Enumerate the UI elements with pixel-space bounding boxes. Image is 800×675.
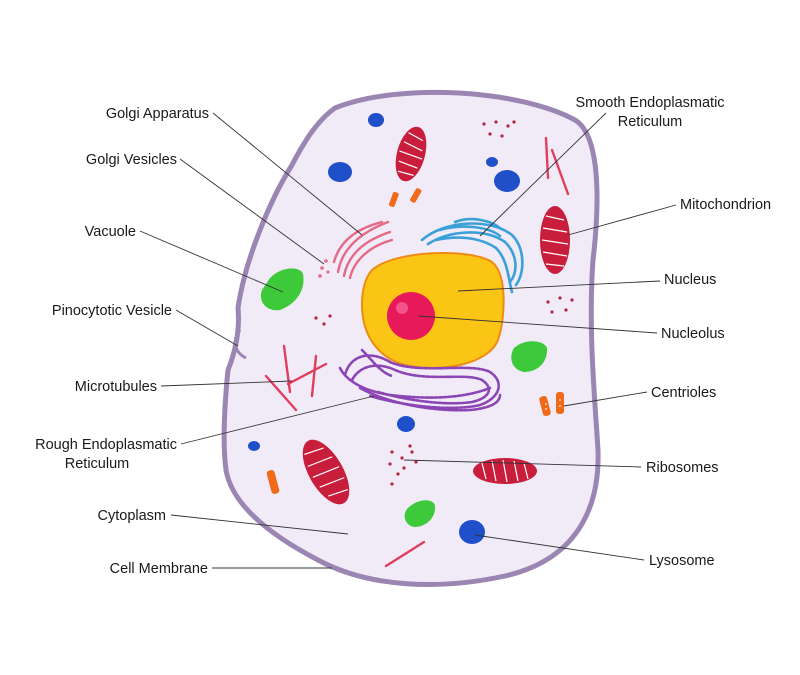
lysosome-6 (248, 441, 260, 451)
label-lysosome: Lysosome (649, 553, 715, 569)
label-golgi-vesicles: Golgi Vesicles (86, 152, 177, 168)
vacuole-2 (511, 341, 548, 372)
label-nucleolus: Nucleolus (661, 326, 725, 342)
vacuole-3 (404, 500, 436, 527)
mitochondrion-2 (540, 206, 570, 274)
label-golgi-apparatus: Golgi Apparatus (106, 106, 209, 122)
vacuole-1 (260, 268, 304, 311)
lysosome-1 (368, 113, 384, 127)
nucleolus (387, 292, 435, 340)
label-microtubules: Microtubules (75, 379, 157, 395)
label-cytoplasm: Cytoplasm (98, 508, 167, 524)
centrioles (266, 188, 564, 494)
lysosome-5 (397, 416, 415, 432)
smooth-endoplasmic-reticulum (420, 217, 524, 294)
mitochondrion-1 (395, 126, 427, 182)
label-ribosomes: Ribosomes (646, 460, 719, 476)
golgi-vesicles (318, 259, 330, 278)
label-cell-membrane: Cell Membrane (110, 561, 208, 577)
mitochondria (302, 126, 570, 505)
label-nucleus: Nucleus (664, 272, 716, 288)
label-centrioles: Centrioles (651, 385, 716, 401)
label-pinocytotic-vesicle: Pinocytotic Vesicle (52, 303, 172, 319)
lysosome-3 (486, 157, 498, 167)
label-smooth-er-line2: Reticulum (618, 114, 682, 130)
pinocytotic-vesicle (233, 329, 247, 360)
lysosome-4 (494, 170, 520, 192)
rough-endoplasmic-reticulum (338, 348, 502, 412)
label-mitochondrion: Mitochondrion (680, 197, 771, 213)
label-smooth-er-line1: Smooth Endoplasmatic (575, 95, 724, 111)
lysosomes (248, 113, 520, 544)
lysosome-7 (459, 520, 485, 544)
centriole-stripes (545, 399, 561, 410)
label-vacuole: Vacuole (85, 224, 136, 240)
ribosomes (314, 120, 574, 486)
label-rough-er-line1: Rough Endoplasmatic (35, 437, 177, 453)
leader-lines (139, 112, 677, 569)
lysosome-2 (328, 162, 352, 182)
golgi-apparatus (332, 220, 394, 280)
label-rough-er-line2: Reticulum (65, 456, 129, 472)
nucleolus-highlight (396, 302, 408, 314)
